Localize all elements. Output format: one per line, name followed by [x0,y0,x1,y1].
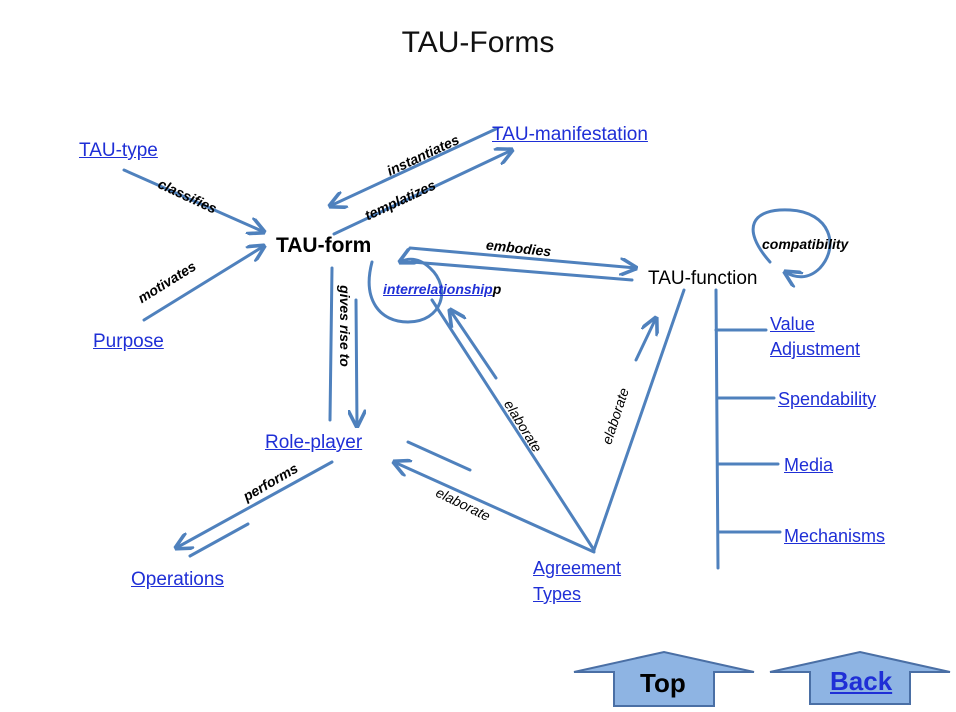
edge-elaborate-function [592,288,686,552]
value-adjustment-line2[interactable]: Adjustment [770,339,861,359]
agreement-types-line2[interactable]: Types [533,584,582,604]
agreement-types-line1[interactable]: Agreement [533,558,622,578]
back-button-label[interactable]: Back [830,666,893,696]
edge-elaborate-function-arrow [634,318,656,362]
edge-embodies-return [410,260,634,282]
edge-elaborate-interrelationship-arrow [450,310,498,380]
node-agreement-types[interactable]: Agreement Types [533,555,621,607]
node-role-player[interactable]: Role-player [265,432,363,453]
edge-gives-rise-to-right [356,298,357,426]
node-operations[interactable]: Operations [131,569,224,590]
edge-performs [176,460,334,548]
edge-elaborate-interrelationship [430,298,596,552]
function-bracket [714,288,720,570]
back-button-shape [769,650,951,705]
node-media[interactable]: Media [784,455,834,475]
diagram-title: TAU-Forms [401,26,555,59]
node-spendability[interactable]: Spendability [778,389,877,409]
label-compatibility: compatibility [762,236,849,252]
node-interrelationship[interactable]: interrelationshipp [383,276,501,302]
node-tau-form: TAU-form [276,234,372,257]
node-tau-function: TAU-function [648,268,758,289]
edge-templatizes [332,150,512,236]
node-value-adjustment[interactable]: Value Adjustment [770,312,860,362]
interrelationship-suffix: p [492,281,502,297]
value-adjustment-line1[interactable]: Value [770,314,815,334]
edge-classifies [122,168,264,232]
back-button[interactable]: Back [810,658,910,704]
edge-performs-return [188,522,250,558]
node-mechanisms[interactable]: Mechanisms [784,526,886,546]
top-button[interactable]: Top [614,660,714,706]
edge-instantiates [330,126,500,206]
top-button-label: Top [640,668,686,698]
label-gives-rise-to: gives rise to [336,285,353,367]
edge-embodies [408,246,636,268]
node-tau-type[interactable]: TAU-type [79,140,158,161]
nav-shapes [573,650,951,707]
top-button-shape [573,650,755,707]
interrelationship-link[interactable]: interrelationship [383,281,493,297]
edge-motivates [142,246,264,322]
node-purpose[interactable]: Purpose [93,331,164,352]
edge-elaborate-role-player-start [406,440,472,472]
edge-gives-rise-to-left [328,266,334,422]
edge-elaborate-role-player [394,462,596,554]
edge-compatibility-loop [751,208,832,277]
node-tau-manifestation[interactable]: TAU-manifestation [492,124,648,145]
